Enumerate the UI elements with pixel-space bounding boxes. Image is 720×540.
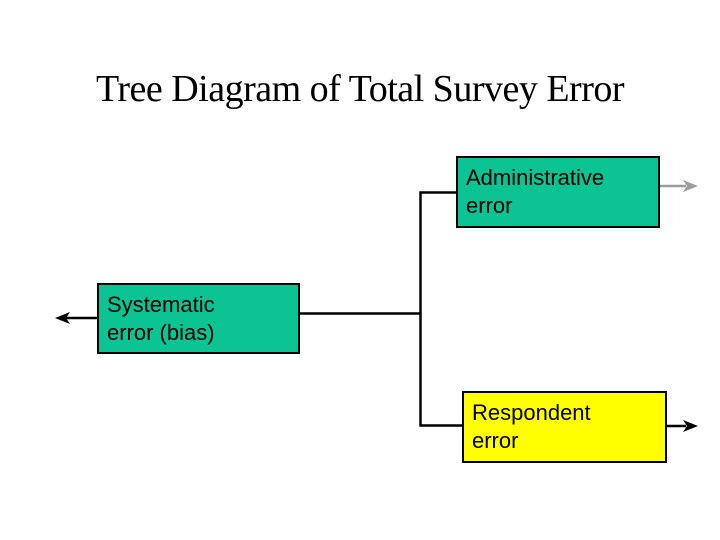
- arrow-left-systematic: [55, 312, 97, 324]
- node-systematic-error-bias-label: Systematic error (bias): [107, 291, 215, 345]
- arrow-right-head-icon: [683, 420, 698, 432]
- arrow-left-head-icon: [55, 312, 70, 324]
- slide-title: Tree Diagram of Total Survey Error: [95, 68, 625, 110]
- node-administrative-error: Administrative error: [456, 156, 660, 228]
- arrow-right-administrative: [660, 180, 698, 192]
- node-respondent-error-label: Respondent error: [472, 400, 591, 453]
- arrow-right-head-icon: [683, 180, 698, 192]
- arrow-right-respondent: [667, 420, 698, 432]
- node-administrative-error-label: Administrative error: [466, 165, 605, 218]
- node-respondent-error: Respondent error: [462, 391, 667, 463]
- tree-spine-connector: [419, 191, 462, 427]
- node-systematic-error-bias: Systematic error (bias): [97, 283, 300, 354]
